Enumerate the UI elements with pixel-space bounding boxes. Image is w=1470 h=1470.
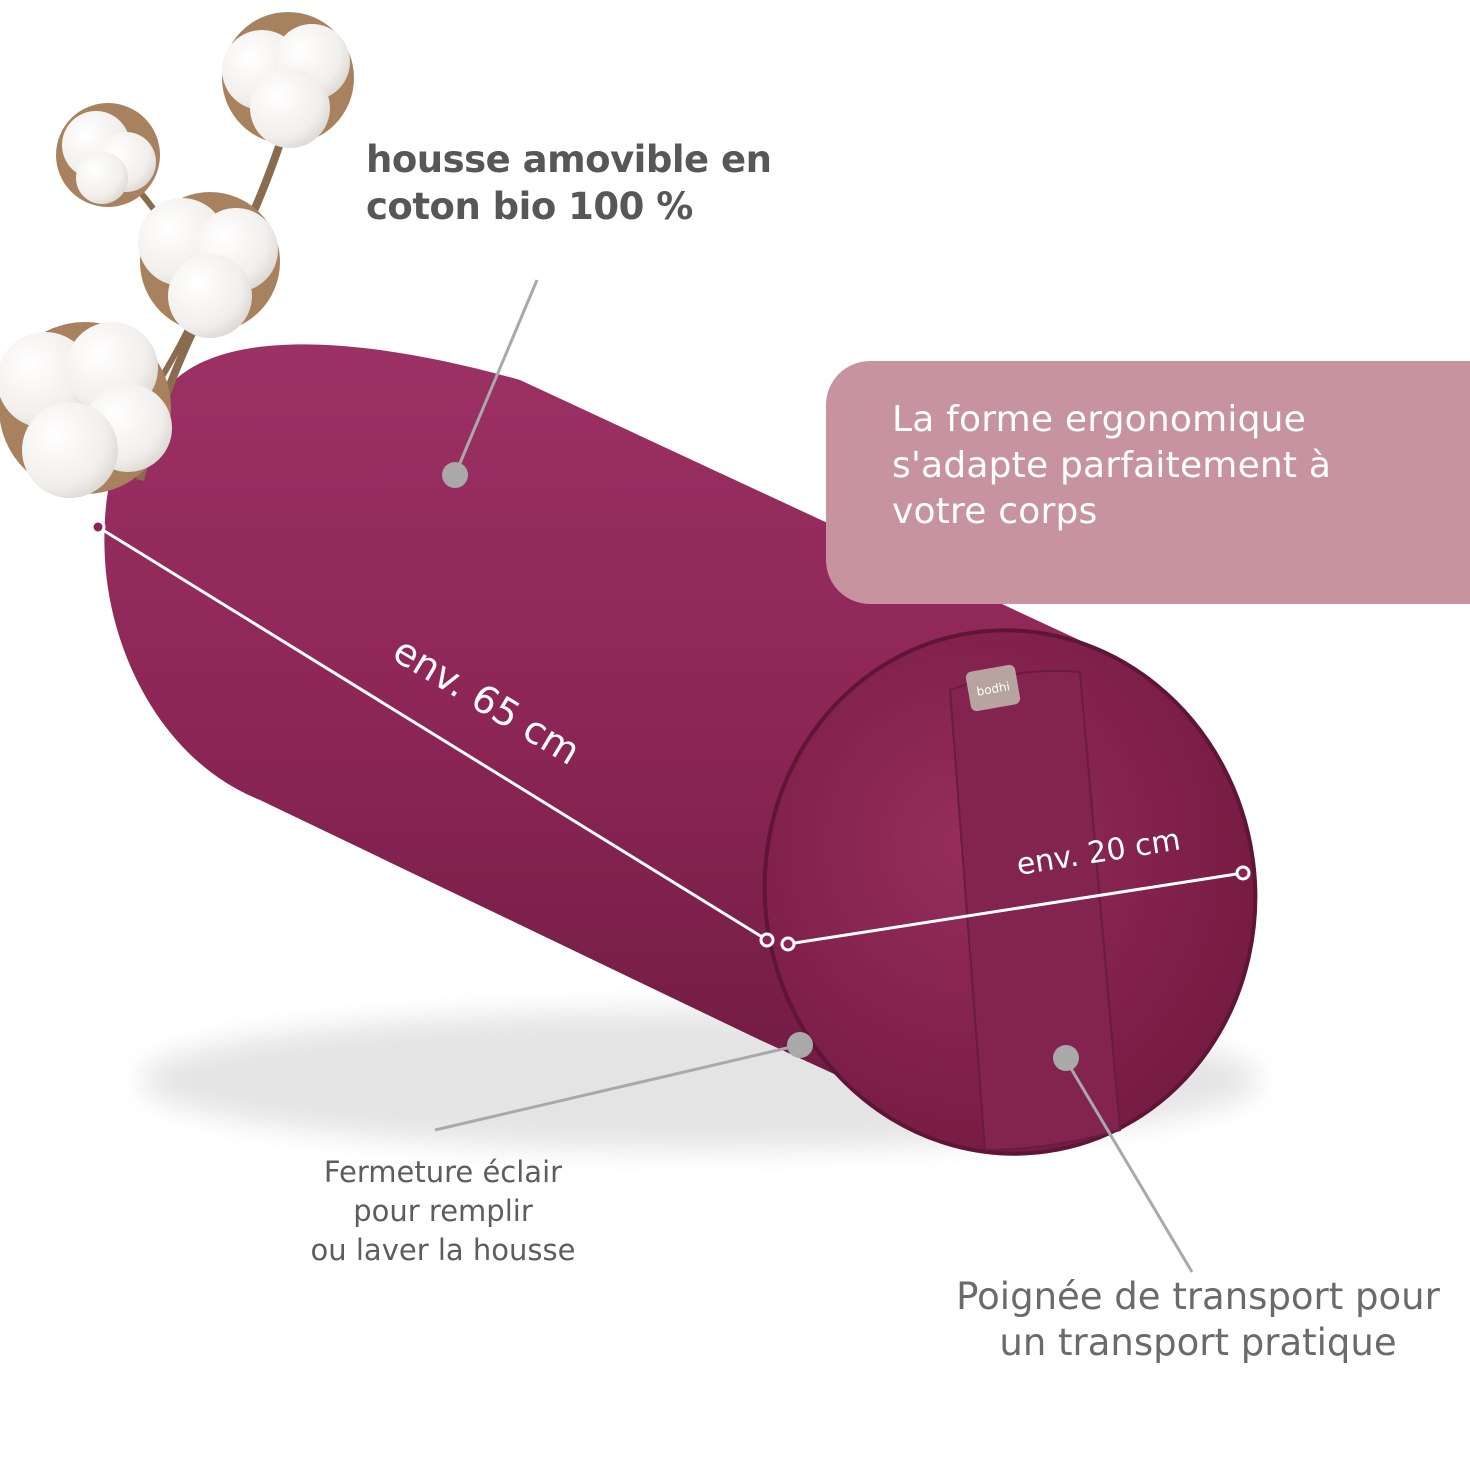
length-dimension-start-dot <box>90 519 106 535</box>
cover-callout-line <box>453 279 539 476</box>
banner-line-1: La forme ergonomique <box>892 399 1307 440</box>
zip-callout-line-1: Fermeture éclair <box>323 1155 563 1189</box>
zip-callout-text: Fermeture éclair pour remplir ou laver l… <box>248 1153 638 1270</box>
brand-tag <box>965 664 1021 712</box>
cover-headline: housse amovible en coton bio 100 % <box>366 136 772 230</box>
brand-tag-text: bodhi <box>975 679 1010 699</box>
diameter-dimension-start-dot <box>780 936 796 952</box>
diameter-dimension-line <box>787 871 1244 946</box>
handle-callout-line-2: un transport pratique <box>999 1321 1397 1364</box>
handle-callout-line <box>1064 1059 1194 1273</box>
banner-line-3: votre corps <box>892 491 1098 532</box>
handle-callout-dot <box>1053 1045 1079 1071</box>
cover-headline-line-1: housse amovible en <box>366 138 772 181</box>
ergonomic-banner: La forme ergonomique s'adapte parfaiteme… <box>826 361 1470 604</box>
ergonomic-banner-text: La forme ergonomique s'adapte parfaiteme… <box>892 397 1331 535</box>
cotton-boll <box>222 12 354 148</box>
length-dimension-line <box>97 525 768 942</box>
zip-callout-dot <box>787 1032 813 1058</box>
cotton-branch-image <box>0 12 354 498</box>
cotton-boll <box>0 322 172 498</box>
zip-callout-line-2: pour remplir <box>353 1194 533 1228</box>
length-dimension-end-dot <box>759 932 775 948</box>
bolster: bodhi <box>104 344 1258 1156</box>
cover-callout-dot <box>442 462 468 488</box>
handle-callout-line-1: Poignée de transport pour <box>956 1275 1440 1318</box>
banner-line-2: s'adapte parfaitement à <box>892 445 1332 486</box>
diameter-dimension-end-dot <box>1235 865 1251 881</box>
handle-callout-text: Poignée de transport pour un transport p… <box>900 1274 1470 1366</box>
zip-callout-line <box>434 1043 801 1132</box>
cover-headline-line-2: coton bio 100 % <box>366 185 693 228</box>
cotton-boll <box>56 103 160 207</box>
zipper-seam <box>762 628 1258 1156</box>
cotton-boll <box>138 192 280 338</box>
zip-callout-line-3: ou laver la housse <box>310 1233 576 1267</box>
